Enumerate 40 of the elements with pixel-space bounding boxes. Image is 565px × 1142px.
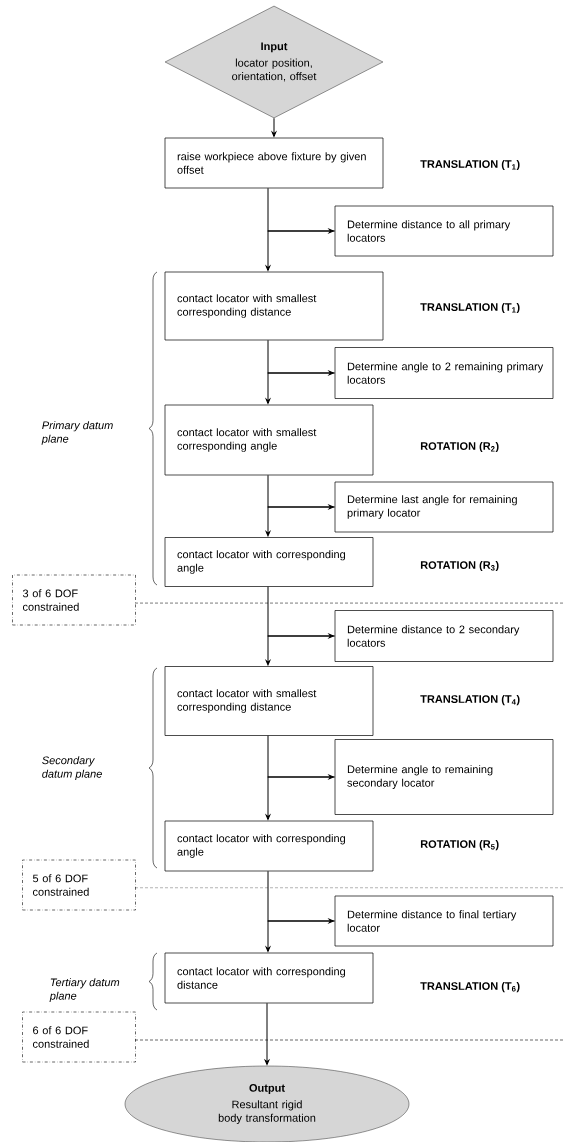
datum-plane-label: Secondary datum plane [42, 756, 102, 780]
motion-label: TRANSLATION (T$_{6}$) [420, 981, 520, 993]
process-box: Determine distance to final tertiary locator [334, 895, 554, 947]
datum-plane-label: Primary datum plane [41, 421, 113, 445]
process-box: contact locator with smallest corresponding distance [164, 271, 384, 341]
arrow [267, 586, 334, 639]
arrow [267, 735, 334, 780]
datum-plane-label: Tertiary datum plane [49, 978, 120, 1002]
process-box: contact locator with corresponding distance [164, 952, 374, 1004]
motion-label: TRANSLATION (T$_{1}$) [420, 159, 520, 171]
arrow [271, 117, 277, 137]
process-box: contact locator with smallest corresponding angle [164, 404, 374, 476]
arrow [267, 870, 334, 924]
arrow [265, 920, 336, 952]
process-box: Determine angle to remaining secondary locator [334, 739, 554, 815]
motion-label: ROTATION (R$_{2}$) [420, 441, 499, 453]
process-box: contact locator with smallest corresponding distance [164, 666, 374, 736]
process-box: Determine last angle for remaining primary locator [334, 481, 554, 533]
motion-label: ROTATION (R$_{3}$) [420, 560, 499, 572]
process-box: contact locator with corresponding angle [164, 820, 374, 872]
motion-label: TRANSLATION (T$_{1}$) [420, 302, 520, 314]
arrow [265, 372, 336, 404]
process-box: contact locator with corresponding angle [164, 537, 374, 587]
note-box: 3 of 6 DOF constrained [12, 574, 136, 626]
process-box: Determine distance to all primary locators [334, 205, 554, 257]
arrow [267, 474, 334, 510]
arrow [265, 635, 336, 666]
note-box: 5 of 6 DOF constrained [22, 859, 136, 911]
process-box: raise workpiece above fixture by given offset [164, 137, 384, 189]
arrow [267, 339, 334, 376]
arrow [265, 776, 336, 820]
arrow [265, 506, 336, 537]
arrow [264, 1002, 270, 1066]
process-box: Determine distance to 2 secondary locators [334, 610, 554, 662]
process-box: Determine angle to 2 remaining primary locators [334, 347, 554, 399]
motion-label: ROTATION (R$_{5}$) [420, 839, 499, 851]
arrow [265, 230, 336, 271]
arrow [267, 187, 334, 234]
note-box: 6 of 6 DOF constrained [22, 1011, 136, 1063]
motion-label: TRANSLATION (T$_{4}$) [420, 694, 520, 706]
